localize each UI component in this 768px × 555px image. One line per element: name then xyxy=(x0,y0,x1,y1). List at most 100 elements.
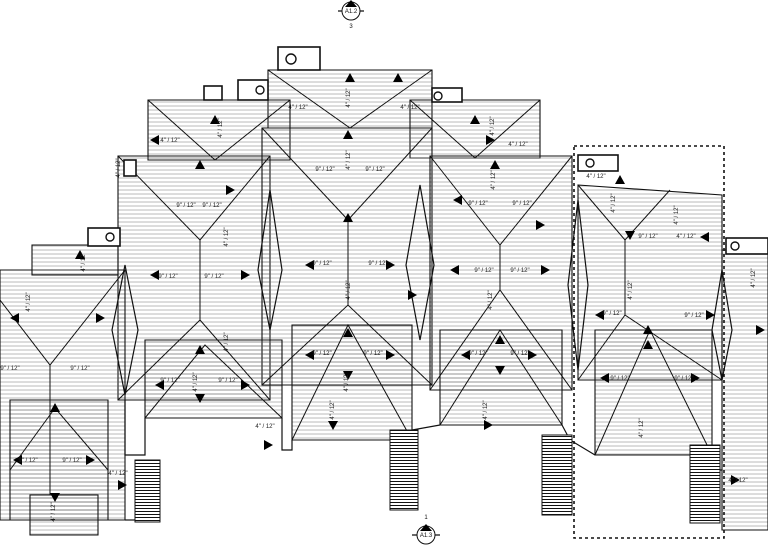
pitch-label: 4" / 12" xyxy=(611,193,617,212)
slope-arrow xyxy=(756,325,765,335)
pitch-label: 4" / 12" xyxy=(400,105,419,111)
slope-arrow xyxy=(691,373,700,383)
slope-arrow xyxy=(700,232,709,242)
slope-arrow xyxy=(195,345,205,354)
slope-arrow xyxy=(484,420,493,430)
pitch-label: 4" / 12" xyxy=(224,227,230,246)
slope-arrow xyxy=(195,394,205,403)
pitch-label: 4" / 12" xyxy=(483,400,489,419)
pitch-label: 9" / 12" xyxy=(315,167,334,173)
roof-masses xyxy=(0,69,768,536)
pitch-label: 9" / 12" xyxy=(684,313,703,319)
pitch-label: 9" / 12" xyxy=(512,201,531,207)
slope-arrow xyxy=(343,213,353,222)
pitch-label: 4" / 12" xyxy=(218,118,224,137)
slope-arrow xyxy=(10,313,19,323)
pitch-label: 9" / 12" xyxy=(474,268,493,274)
slope-arrow xyxy=(343,130,353,139)
slope-arrow xyxy=(600,373,609,383)
slope-arrow xyxy=(86,455,95,465)
pitch-label: 9" / 12" xyxy=(602,311,621,317)
pitch-labels: 4" / 12" 4" / 12" 4" / 12" 4" / 12" 4" / 12"… xyxy=(0,88,757,521)
slope-arrow xyxy=(386,260,395,270)
pitch-label: 4" / 12" xyxy=(491,170,497,189)
slope-arrow xyxy=(150,270,159,280)
slope-arrow xyxy=(453,195,462,205)
section-marker-bottom[interactable]: A1.3 1 xyxy=(412,515,440,545)
slope-arrow xyxy=(595,310,604,320)
pitch-label: 4" / 12" xyxy=(676,234,695,240)
pitch-label: 4" / 12" xyxy=(26,292,32,311)
pitch-label: 4" / 12" xyxy=(628,280,634,299)
slope-arrow xyxy=(450,265,459,275)
slope-arrow xyxy=(643,325,653,334)
slope-arrow xyxy=(210,115,220,124)
pitch-label: 4" / 12" xyxy=(330,400,336,419)
stairs xyxy=(134,429,721,524)
detail-boundary xyxy=(573,145,725,539)
pitch-label: 4" / 12" xyxy=(751,268,757,287)
slope-arrow xyxy=(495,335,505,344)
pitch-label: 4" / 12" xyxy=(81,252,87,271)
slope-arrow xyxy=(470,115,480,124)
slope-arrow xyxy=(643,340,653,349)
slope-arrow xyxy=(118,480,127,490)
pitch-label: 9" / 12" xyxy=(363,351,382,357)
slope-arrow xyxy=(345,73,355,82)
pitch-label: 4" / 12" xyxy=(674,205,680,224)
pitch-label: 9" / 12" xyxy=(674,376,693,382)
slope-arrow xyxy=(241,380,250,390)
pitch-label: 9" / 12" xyxy=(312,351,331,357)
pitch-label: 9" / 12" xyxy=(70,366,89,372)
slope-arrow xyxy=(328,421,338,430)
slope-arrow xyxy=(305,350,314,360)
slope-arrow xyxy=(96,313,105,323)
slope-arrow xyxy=(305,260,314,270)
pitch-label: 4" / 12" xyxy=(728,478,747,484)
slope-arrow xyxy=(625,231,635,240)
pitch-label: 4" / 12" xyxy=(639,418,645,437)
pitch-label: 9" / 12" xyxy=(365,167,384,173)
slope-arrow xyxy=(461,350,470,360)
slope-arrow xyxy=(408,290,417,300)
pitch-label: 4" / 12" xyxy=(160,138,179,144)
pitch-label: 9" / 12" xyxy=(160,378,179,384)
slope-arrow xyxy=(393,73,403,82)
slope-arrow xyxy=(155,380,164,390)
pitch-label: 4" / 12" xyxy=(346,88,352,107)
pitch-label: 4" / 12" xyxy=(346,280,352,299)
section-marker-bottom-number: 1 xyxy=(424,515,428,521)
slope-arrow xyxy=(386,350,395,360)
section-marker-top[interactable]: A1.2 3 xyxy=(338,0,364,30)
pitch-label: 9" / 12" xyxy=(202,203,221,209)
pitch-label: 4" / 12" xyxy=(288,105,307,111)
slope-arrow xyxy=(541,265,550,275)
pitch-label: 4" / 12" xyxy=(116,158,122,177)
slope-arrow xyxy=(731,475,740,485)
slope-arrow xyxy=(75,250,85,259)
pitch-label: 9" / 12" xyxy=(468,201,487,207)
slope-arrow xyxy=(264,440,273,450)
pitch-label: 4" / 12" xyxy=(108,471,127,477)
slope-arrow xyxy=(13,455,22,465)
pitch-label: 9" / 12" xyxy=(18,458,37,464)
slope-arrow xyxy=(195,160,205,169)
slope-arrow xyxy=(490,160,500,169)
pitch-label: 4" / 12" xyxy=(488,290,494,309)
pitch-label: 9" / 12" xyxy=(204,274,223,280)
pitch-label: 9" / 12" xyxy=(218,378,237,384)
section-marker-top-sheet: A1.2 xyxy=(345,9,358,15)
pitch-label: 9" / 12" xyxy=(62,458,81,464)
slope-arrow xyxy=(706,310,715,320)
slope-arrow xyxy=(241,270,250,280)
pitch-label: 9" / 12" xyxy=(638,234,657,240)
pitch-label: 4" / 12" xyxy=(193,372,199,391)
pitch-label: 9" / 12" xyxy=(510,351,529,357)
slope-arrow xyxy=(495,366,505,375)
section-marker-top-number: 3 xyxy=(349,24,353,30)
slope-arrows xyxy=(10,73,765,502)
pitch-label: 9" / 12" xyxy=(510,268,529,274)
slope-arrow xyxy=(615,175,625,184)
pitch-label: 4" / 12" xyxy=(490,116,496,135)
